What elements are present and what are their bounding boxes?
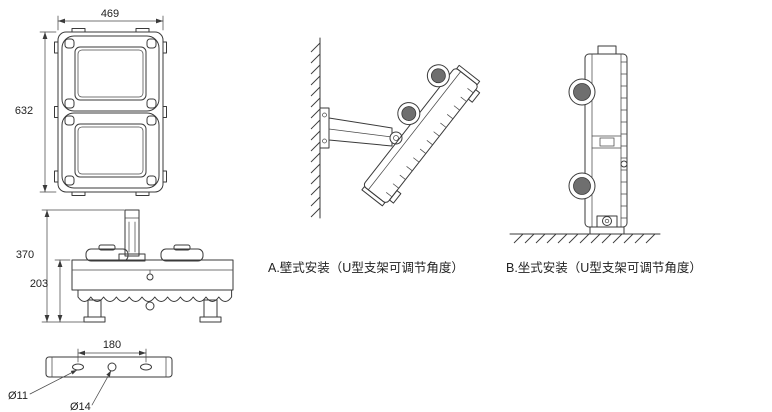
bottom-hook <box>145 301 155 311</box>
bracket-slot-right <box>140 363 152 371</box>
floodlight-foot <box>467 89 481 103</box>
mounting-pole <box>124 209 140 257</box>
bracket-view: 180 Ø11 Ø14 <box>8 339 173 412</box>
hanging-eyelet <box>146 273 154 281</box>
hole-diameter-callout: Ø14 <box>70 370 112 412</box>
bracket-spacing-dimension: 180 <box>77 339 147 363</box>
bracket-bar <box>45 356 173 378</box>
lens-ribs <box>620 61 628 219</box>
wall-hatching <box>310 37 321 219</box>
front-top-tab <box>135 28 150 33</box>
bracket-spacing-label: 180 <box>103 339 121 351</box>
side-overall-height-label: 370 <box>16 249 34 261</box>
bracket-pivot-bolt <box>602 216 612 226</box>
front-width-dimension: 469 <box>57 8 164 31</box>
front-body-outline <box>57 31 164 193</box>
driver-dome <box>85 248 129 262</box>
front-side-lug <box>162 41 167 54</box>
front-side-lug <box>54 170 59 183</box>
top-cap <box>597 45 617 55</box>
fixture-foot <box>87 299 102 318</box>
base-mount-view: B.坐式安装（U型支架可调节角度） <box>506 45 702 275</box>
front-module-top <box>61 35 160 112</box>
side-fixture-height-label: 203 <box>30 278 48 290</box>
fixture-ribbed-bottom <box>77 289 233 302</box>
fixture-foot <box>203 299 218 318</box>
bracket-slot-left <box>72 363 84 371</box>
side-fixture-height-dimension: 203 <box>30 259 71 323</box>
wall-mount-caption: A.壁式安装（U型支架可调节角度） <box>268 260 464 275</box>
front-top-tab <box>71 28 86 33</box>
pole-flange <box>118 253 146 262</box>
front-side-lug <box>162 106 167 118</box>
front-bottom-tab <box>71 191 86 196</box>
fixture-body-side <box>71 259 234 291</box>
side-overall-height-dimension: 370 <box>16 209 125 323</box>
wall-mount-view: A.壁式安装（U型支架可调节角度） <box>268 37 481 275</box>
front-module-bottom <box>61 112 160 189</box>
base-mount-caption: B.坐式安装（U型支架可调节角度） <box>506 260 702 275</box>
front-width-label: 469 <box>101 8 119 20</box>
standing-floodlight <box>568 45 628 235</box>
wall-bracket-arm <box>319 107 403 149</box>
slot-diameter-label: Ø11 <box>8 390 28 402</box>
driver-dome <box>160 248 204 262</box>
floodlight-foot <box>389 190 402 204</box>
front-height-dimension: 632 <box>15 31 57 193</box>
bracket-pivot-bolt <box>389 131 403 145</box>
lens-ribs <box>386 88 474 198</box>
ground-hatching <box>509 233 661 244</box>
u-bracket-base <box>589 226 625 235</box>
front-height-label: 632 <box>15 105 33 117</box>
front-side-lug <box>162 170 167 183</box>
front-bottom-tab <box>135 191 150 196</box>
front-side-lug <box>54 41 59 54</box>
side-eyelet <box>620 160 628 168</box>
tilted-floodlight <box>361 64 481 207</box>
front-view: 469 632 <box>15 8 167 196</box>
slot-diameter-callout: Ø11 <box>8 369 78 402</box>
side-view: 370 203 <box>16 209 234 323</box>
bracket-center-hole <box>107 362 117 372</box>
hole-diameter-label: Ø14 <box>70 401 91 412</box>
front-side-lug <box>54 106 59 118</box>
